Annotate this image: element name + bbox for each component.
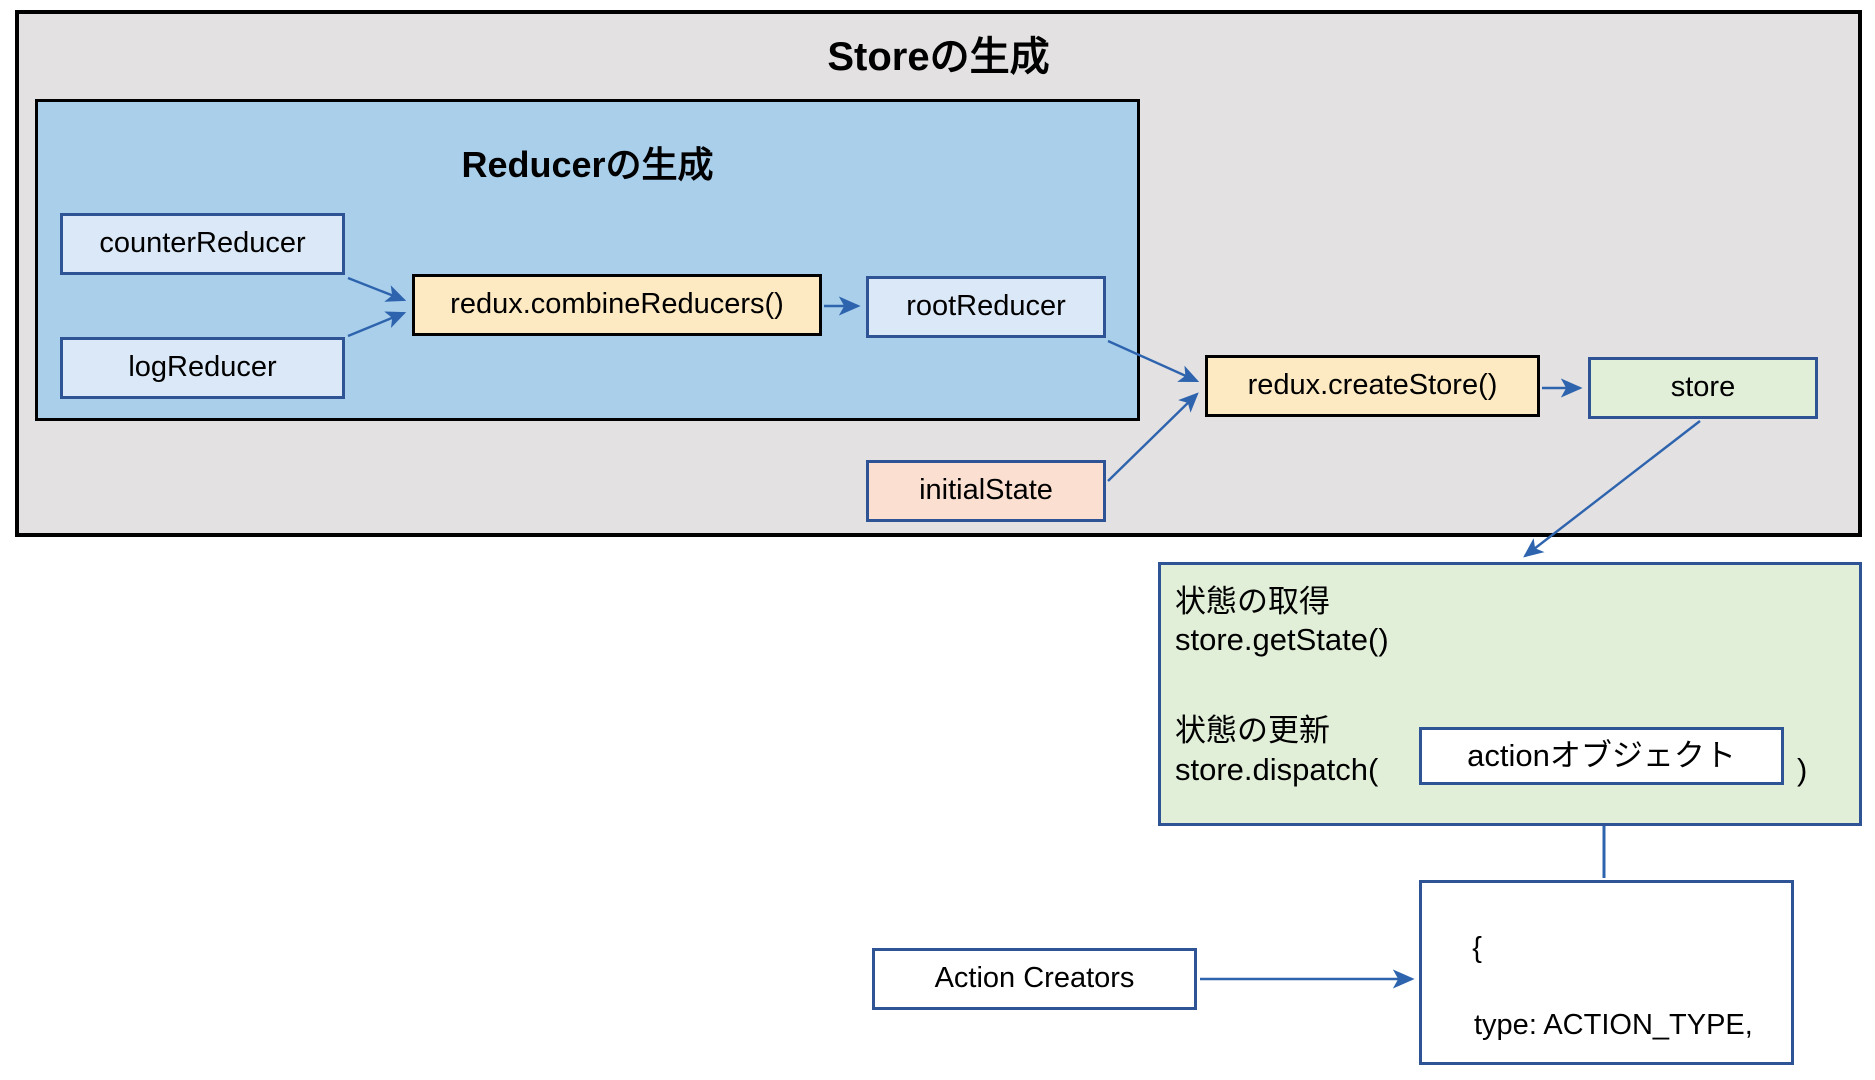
node-action-object-placeholder[interactable]: actionオブジェクト (1419, 727, 1784, 785)
node-action-literal[interactable]: { type: ACTION_TYPE, payload: {}, } (1419, 880, 1794, 1065)
node-root-reducer[interactable]: rootReducer (866, 276, 1106, 338)
node-combine-reducers[interactable]: redux.combineReducers() (412, 274, 822, 336)
store-creation-title: Storeの生成 (827, 35, 1050, 79)
node-action-creators[interactable]: Action Creators (872, 948, 1197, 1010)
get-state-call: store.getState() (1175, 622, 1389, 657)
action-literal-line-1: { (1472, 932, 1482, 965)
node-create-store[interactable]: redux.createStore() (1205, 355, 1540, 417)
node-log-reducer[interactable]: logReducer (60, 337, 345, 399)
reducer-creation-title: Reducerの生成 (461, 144, 714, 185)
dispatch-call-open: store.dispatch( (1175, 752, 1379, 787)
get-state-heading: 状態の取得 (1175, 584, 1330, 619)
node-initial-state[interactable]: initialState (866, 460, 1106, 522)
node-store[interactable]: store (1588, 357, 1818, 419)
update-state-heading: 状態の更新 (1175, 713, 1330, 748)
action-literal-line-2: type: ACTION_TYPE, (1474, 1008, 1753, 1041)
dispatch-call-close: ) (1797, 752, 1808, 787)
node-counter-reducer[interactable]: counterReducer (60, 213, 345, 275)
